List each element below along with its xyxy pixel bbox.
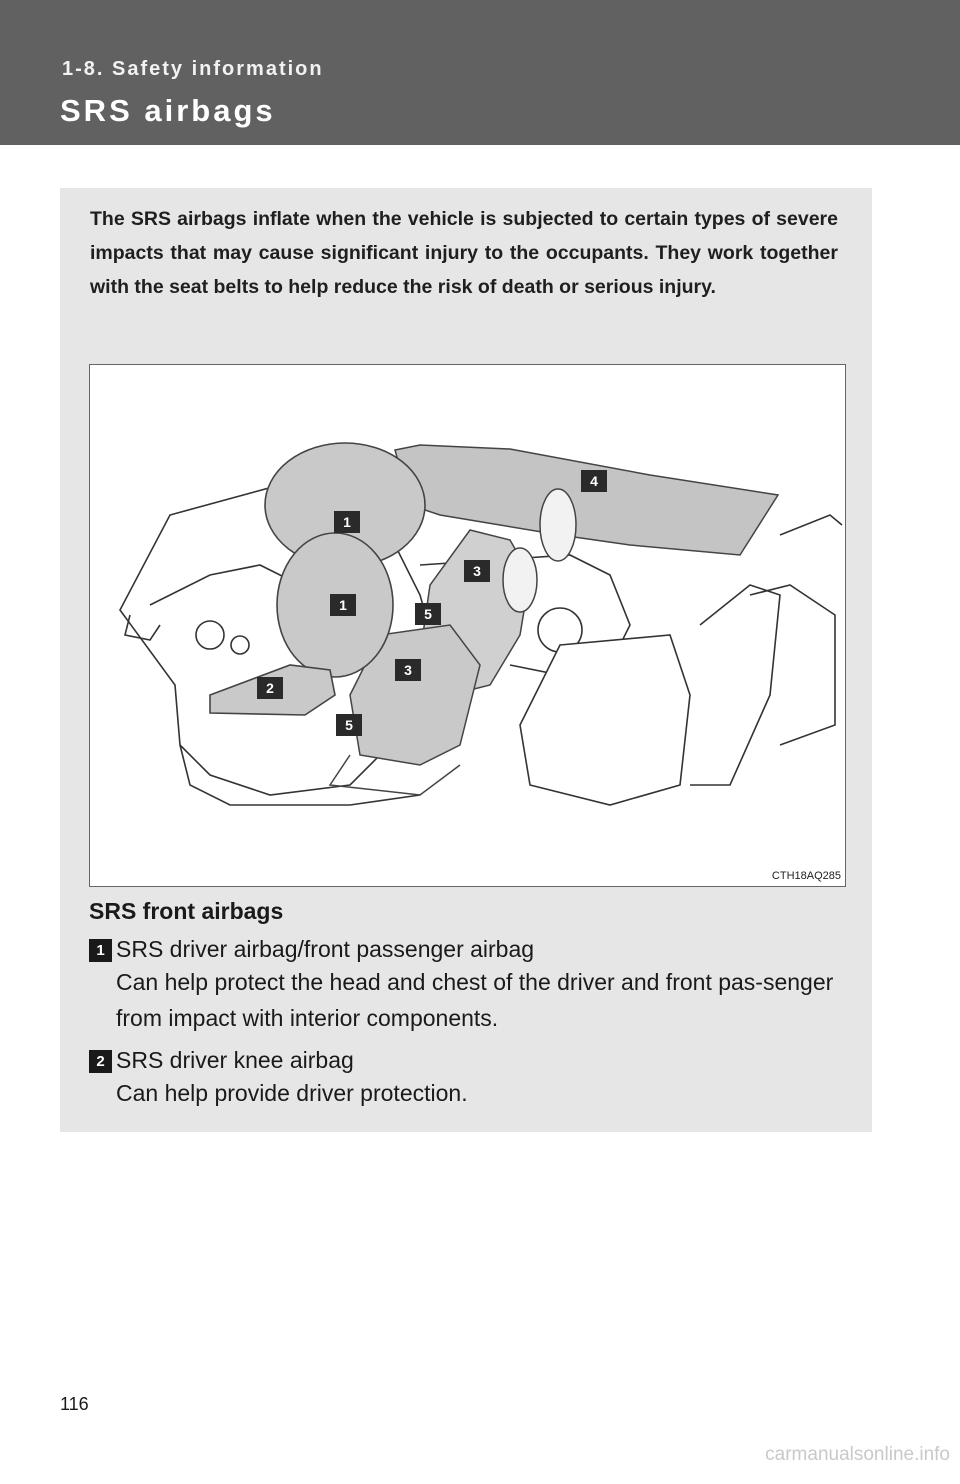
callout-2: 2 [257, 677, 283, 699]
callout-3-upper: 3 [464, 560, 490, 582]
item-title: SRS driver knee airbag [116, 1047, 354, 1073]
section-title: 1-8. Safety information [62, 58, 324, 80]
page-number: 116 [60, 1394, 89, 1414]
callout-1-upper: 1 [334, 511, 360, 533]
item-title: SRS driver airbag/front passenger airbag [116, 936, 535, 962]
page-header: 1-8. Safety information SRS airbags [0, 0, 960, 145]
figure-code: CTH18AQ285 [771, 870, 841, 882]
watermark: carmanualsonline.info [765, 1444, 950, 1465]
callout-5-upper: 5 [415, 603, 441, 625]
item-description: Can help provide driver protection. [116, 1080, 468, 1106]
intro-paragraph: The SRS airbags inflate when the vehicle… [90, 208, 838, 298]
item-number-badge: 1 [89, 939, 112, 962]
item-number-badge: 2 [89, 1050, 112, 1073]
callout-3-lower: 3 [395, 659, 421, 681]
subsection-heading: SRS front airbags [89, 898, 284, 924]
airbag-illustration: 1 1 2 3 3 4 5 5 CTH18AQ285 [89, 364, 846, 887]
callout-1-lower: 1 [330, 594, 356, 616]
page-title: SRS airbags [60, 93, 276, 128]
callout-5-lower: 5 [336, 714, 362, 736]
car-interior-drawing [119, 442, 843, 806]
callout-4: 4 [581, 470, 607, 492]
item-description: Can help protect the head and chest of t… [116, 969, 834, 1031]
